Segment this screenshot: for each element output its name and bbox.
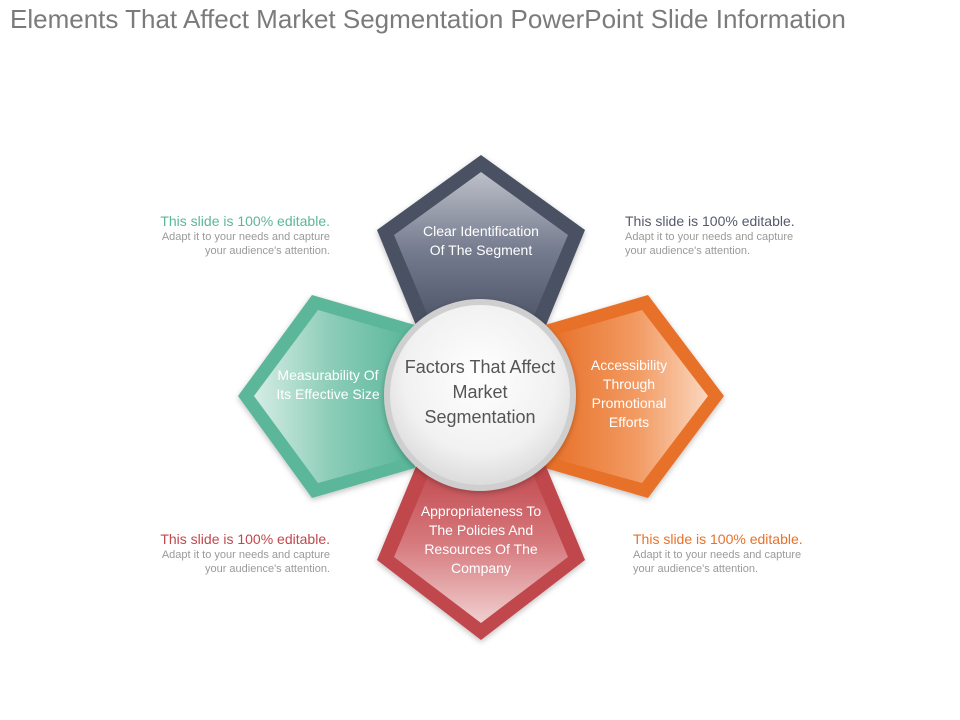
petal-bottom [377, 452, 585, 640]
petal-left-label: Measurability Of Its Effective Size [276, 367, 380, 402]
note-body-line1: Adapt it to your needs and capture [633, 549, 802, 561]
petal-left [238, 295, 415, 498]
note-body-line1: Adapt it to your needs and capture [161, 549, 330, 561]
petal-bottom-label: Appropriateness To The Policies And Reso… [420, 503, 542, 576]
petal-top [377, 155, 585, 340]
note-heading: This slide is 100% editable. [633, 531, 803, 547]
petal-right [545, 295, 724, 498]
note-heading: This slide is 100% editable. [625, 213, 795, 229]
note-body-line2: your audience's attention. [633, 563, 759, 575]
slide-title: Elements That Affect Market Segmentation… [10, 4, 846, 34]
note-heading: This slide is 100% editable. [160, 213, 330, 229]
note-body-line2: your audience's attention. [204, 245, 330, 257]
note-top-right: This slide is 100% editable. Adapt it to… [625, 213, 885, 258]
note-top-left: This slide is 100% editable. Adapt it to… [70, 213, 330, 258]
note-body-line2: your audience's attention. [204, 563, 330, 575]
petal-top-label: Clear Identification Of The Segment [423, 223, 539, 258]
center-label: Factors That Affect Market Segmentation [404, 357, 556, 427]
note-body-line2: your audience's attention. [625, 245, 751, 257]
note-heading: This slide is 100% editable. [160, 531, 330, 547]
note-bottom-right: This slide is 100% editable. Adapt it to… [633, 531, 893, 576]
petal-right-label: Accessibility Through Promotional Effort… [590, 357, 668, 430]
note-bottom-left: This slide is 100% editable. Adapt it to… [70, 531, 330, 576]
note-body-line1: Adapt it to your needs and capture [161, 231, 330, 243]
note-body-line1: Adapt it to your needs and capture [625, 231, 794, 243]
